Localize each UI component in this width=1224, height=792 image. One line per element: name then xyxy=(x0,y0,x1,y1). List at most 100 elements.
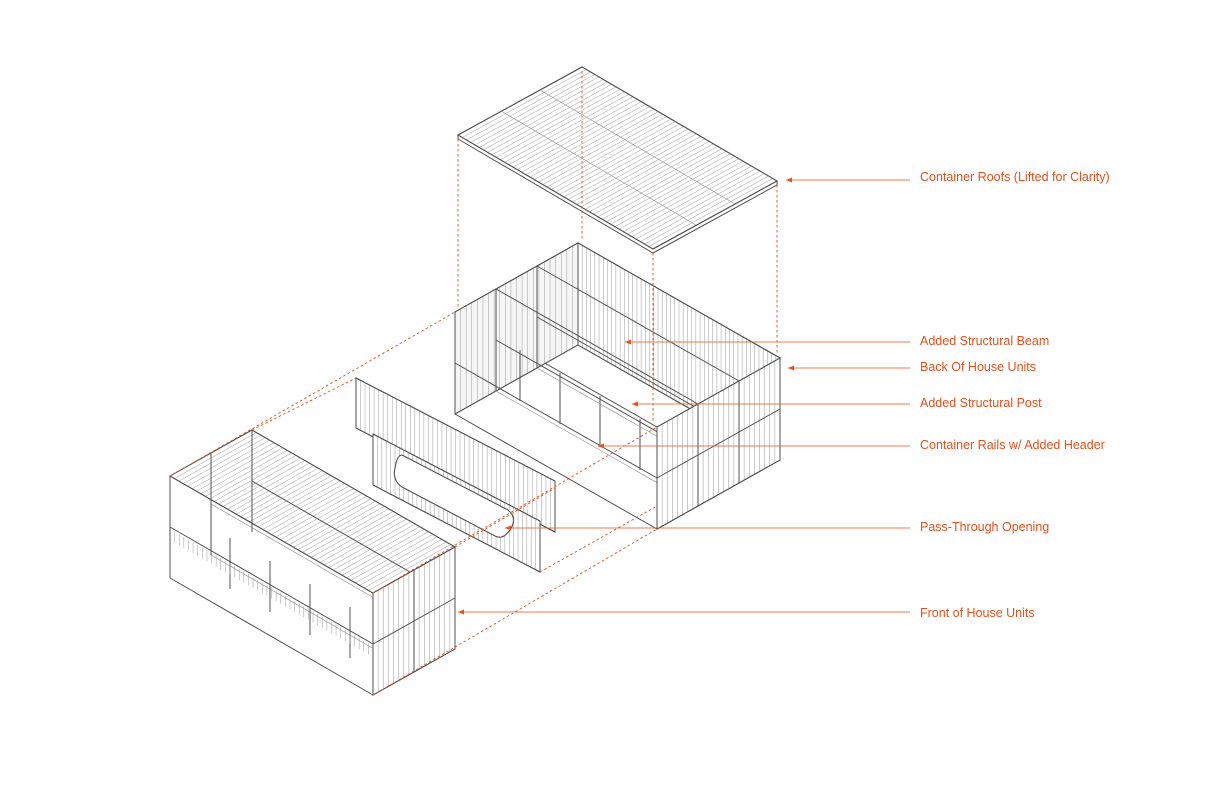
corrugation-rib xyxy=(576,136,701,205)
corrugation-rib xyxy=(589,143,714,213)
removed-wall-panels xyxy=(355,377,556,573)
corrugation-rib xyxy=(324,518,407,566)
container-roofs xyxy=(456,66,779,254)
corrugation-rib xyxy=(249,475,332,523)
label-front-of-house-units: Front of House Units xyxy=(920,606,1035,620)
corrugation-rib xyxy=(355,536,438,584)
corrugation-rib xyxy=(644,175,769,245)
label-back-of-house-units: Back Of House Units xyxy=(920,360,1036,374)
label-pass-through-opening: Pass-Through Opening xyxy=(920,520,1049,534)
corrugation-rib xyxy=(297,503,381,550)
corrugation-rib xyxy=(597,148,723,218)
label-added-structural-beam: Added Structural Beam xyxy=(920,334,1049,348)
corrugation-rib xyxy=(178,434,261,482)
corrugation-rib xyxy=(572,133,697,203)
label-container-roofs: Container Roofs (Lifted for Clarity) xyxy=(920,170,1110,184)
corrugation-rib xyxy=(538,113,663,183)
corrugation-rib xyxy=(525,106,650,175)
label-container-rails: Container Rails w/ Added Header xyxy=(920,438,1105,452)
corrugation-rib xyxy=(640,173,765,242)
corrugation-rib xyxy=(512,98,638,168)
corrugation-rib xyxy=(555,123,680,193)
corrugation-rib xyxy=(648,178,773,247)
corrugation-rib xyxy=(293,500,376,548)
corrugation-rib xyxy=(284,495,367,543)
corrugation-rib xyxy=(559,126,684,195)
corrugation-rib xyxy=(551,121,676,190)
corrugation-rib xyxy=(368,544,451,591)
corrugation-rib xyxy=(350,534,434,581)
corrugation-rib xyxy=(306,508,389,556)
corrugation-rib xyxy=(253,478,336,525)
corrugation-rib xyxy=(275,490,359,538)
corrugation-rib xyxy=(209,452,292,500)
corrugation-rib xyxy=(491,86,617,156)
corrugation-rib xyxy=(568,131,693,200)
corrugation-rib xyxy=(333,523,416,571)
corrugation-rib xyxy=(504,94,629,163)
corrugation-rib xyxy=(289,498,372,545)
corrugation-rib xyxy=(191,442,275,489)
corrugation-rib xyxy=(174,432,257,479)
corrugation-rib xyxy=(214,455,297,502)
corrugation-rib xyxy=(341,528,425,576)
corrugation-rib xyxy=(346,531,429,578)
corrugation-rib xyxy=(466,71,591,141)
corrugation-rib xyxy=(319,516,403,563)
corrugation-rib xyxy=(258,480,341,528)
corrugation-rib xyxy=(337,526,420,573)
corrugation-rib xyxy=(218,457,301,505)
corrugation-rib xyxy=(529,108,655,178)
back-of-house-units xyxy=(453,242,782,530)
corrugation-rib xyxy=(470,74,595,143)
annotation-labels: Container Roofs (Lifted for Clarity) Add… xyxy=(920,170,1110,620)
corrugation-rib xyxy=(546,118,672,188)
corrugation-rib xyxy=(474,76,600,146)
corrugation-rib xyxy=(462,69,587,138)
pass-through-opening xyxy=(393,454,515,538)
corrugation-rib xyxy=(271,488,354,535)
corrugation-rib xyxy=(618,160,744,230)
corrugation-rib xyxy=(483,81,608,151)
corrugation-rib xyxy=(602,151,727,220)
corrugation-rib xyxy=(593,146,718,215)
projection-lines xyxy=(169,71,778,696)
corrugation-rib xyxy=(222,460,306,507)
corrugation-rib xyxy=(635,170,761,240)
corrugation-rib xyxy=(500,91,625,161)
corrugation-rib xyxy=(631,168,756,237)
corrugation-rib xyxy=(205,450,288,497)
corrugation-rib xyxy=(227,462,310,510)
corrugation-rib xyxy=(610,155,735,225)
corrugation-rib xyxy=(585,141,710,210)
corrugation-rib xyxy=(580,138,706,208)
corrugation-rib xyxy=(517,101,642,170)
corrugation-rib xyxy=(231,465,314,512)
corrugation-rib xyxy=(479,79,604,148)
corrugation-rib xyxy=(487,84,612,153)
corrugation-rib xyxy=(563,128,689,198)
corrugation-rib xyxy=(359,539,442,586)
corrugation-rib xyxy=(240,470,323,517)
corrugation-rib xyxy=(311,511,394,558)
corrugation-rib xyxy=(623,163,748,232)
corrugation-rib xyxy=(496,89,621,158)
leader-lines xyxy=(458,177,910,615)
corrugation-rib xyxy=(614,158,739,227)
corrugation-rib xyxy=(627,165,752,235)
corrugation-rib xyxy=(200,447,284,495)
corrugation-rib xyxy=(542,116,667,185)
corrugation-rib xyxy=(236,467,319,515)
corrugation-rib xyxy=(606,153,731,222)
corrugation-rib xyxy=(266,485,350,533)
corrugation-rib xyxy=(280,493,363,540)
corrugation-rib xyxy=(328,521,411,568)
corrugation-rib xyxy=(521,103,646,173)
corrugation-rib xyxy=(364,541,447,589)
corrugation-rib xyxy=(534,111,659,180)
corrugation-rib xyxy=(302,506,385,553)
corrugation-rib xyxy=(508,96,633,165)
corrugation-rib xyxy=(262,483,345,530)
corrugation-rib xyxy=(187,439,270,487)
